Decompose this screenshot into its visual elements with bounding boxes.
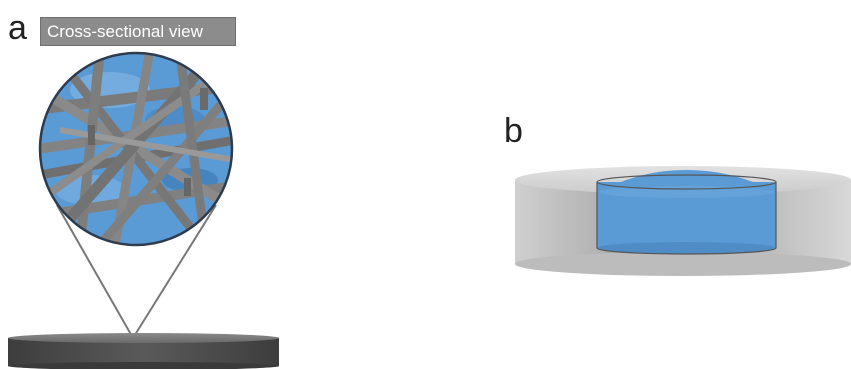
- substrate-disc: [8, 333, 279, 369]
- magnification-cone: [56, 204, 217, 339]
- blue-gel-cylinder: [596, 170, 777, 255]
- panel-a-label: a: [8, 9, 27, 47]
- panel-b-label: b: [504, 112, 523, 150]
- magnified-fiber-mesh: [38, 51, 234, 247]
- cross-sectional-view-caption: Cross-sectional view: [40, 17, 236, 46]
